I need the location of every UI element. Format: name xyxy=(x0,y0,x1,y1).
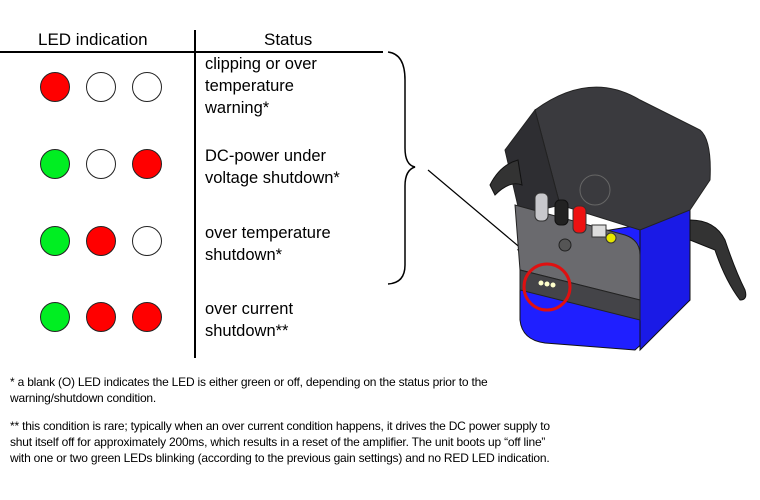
pointer-arrow-line xyxy=(427,169,524,251)
amplifier-device xyxy=(489,86,747,352)
status-row-4: over current shutdown** xyxy=(205,300,294,340)
footnote-1: * a blank (O) LED indicates the LED is e… xyxy=(10,375,488,405)
footnote-2: ** this condition is rare; typically whe… xyxy=(10,419,550,465)
led-2-2 xyxy=(86,149,116,179)
led-3-1 xyxy=(40,226,70,256)
led-4-3 xyxy=(132,302,162,332)
status-row-2: DC-power under voltage shutdown* xyxy=(205,147,340,187)
led-1-2 xyxy=(86,72,116,102)
led-2-1 xyxy=(40,149,70,179)
curly-brace xyxy=(387,51,416,285)
led-4-2 xyxy=(86,302,116,332)
led-callout-circle xyxy=(522,262,572,312)
status-row-1: clipping or over temperature warning* xyxy=(205,55,317,117)
table-header-divider xyxy=(0,51,383,53)
status-row-3: over temperature shutdown* xyxy=(205,224,331,264)
led-2-3 xyxy=(132,149,162,179)
led-3-3 xyxy=(132,226,162,256)
led-4-1 xyxy=(40,302,70,332)
led-1-1 xyxy=(40,72,70,102)
header-status: Status xyxy=(264,30,313,49)
header-led-indication: LED indication xyxy=(38,30,148,49)
table-column-divider xyxy=(194,30,196,358)
led-3-2 xyxy=(86,226,116,256)
led-1-3 xyxy=(132,72,162,102)
